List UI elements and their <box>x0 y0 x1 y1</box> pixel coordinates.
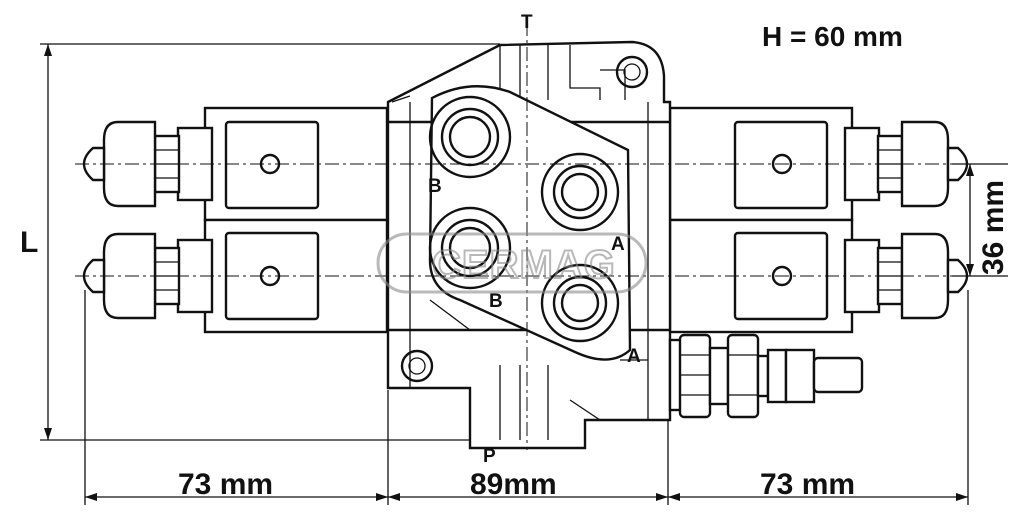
port-a-upper-label: A <box>611 234 625 255</box>
center-lines <box>75 22 1000 450</box>
port-p-label: P <box>483 446 496 467</box>
port-t-label: T <box>521 12 533 33</box>
middle-width-label: 89mm <box>470 468 557 501</box>
port-a-lower-label: A <box>627 346 641 367</box>
watermark-logo: CERMAG <box>376 232 648 294</box>
port-b-lower-label: B <box>489 291 503 312</box>
spacing-label: 36 mm <box>977 180 1010 275</box>
port-b-upper-label: B <box>428 176 442 197</box>
left-width-label: 73 mm <box>178 468 273 501</box>
length-label: L <box>20 226 38 259</box>
right-width-label: 73 mm <box>760 468 855 501</box>
dimension-lines <box>40 43 1008 505</box>
pressure-fitting <box>668 333 864 419</box>
watermark-text: CERMAG <box>432 243 616 287</box>
height-spec-label: H = 60 mm <box>762 21 903 52</box>
